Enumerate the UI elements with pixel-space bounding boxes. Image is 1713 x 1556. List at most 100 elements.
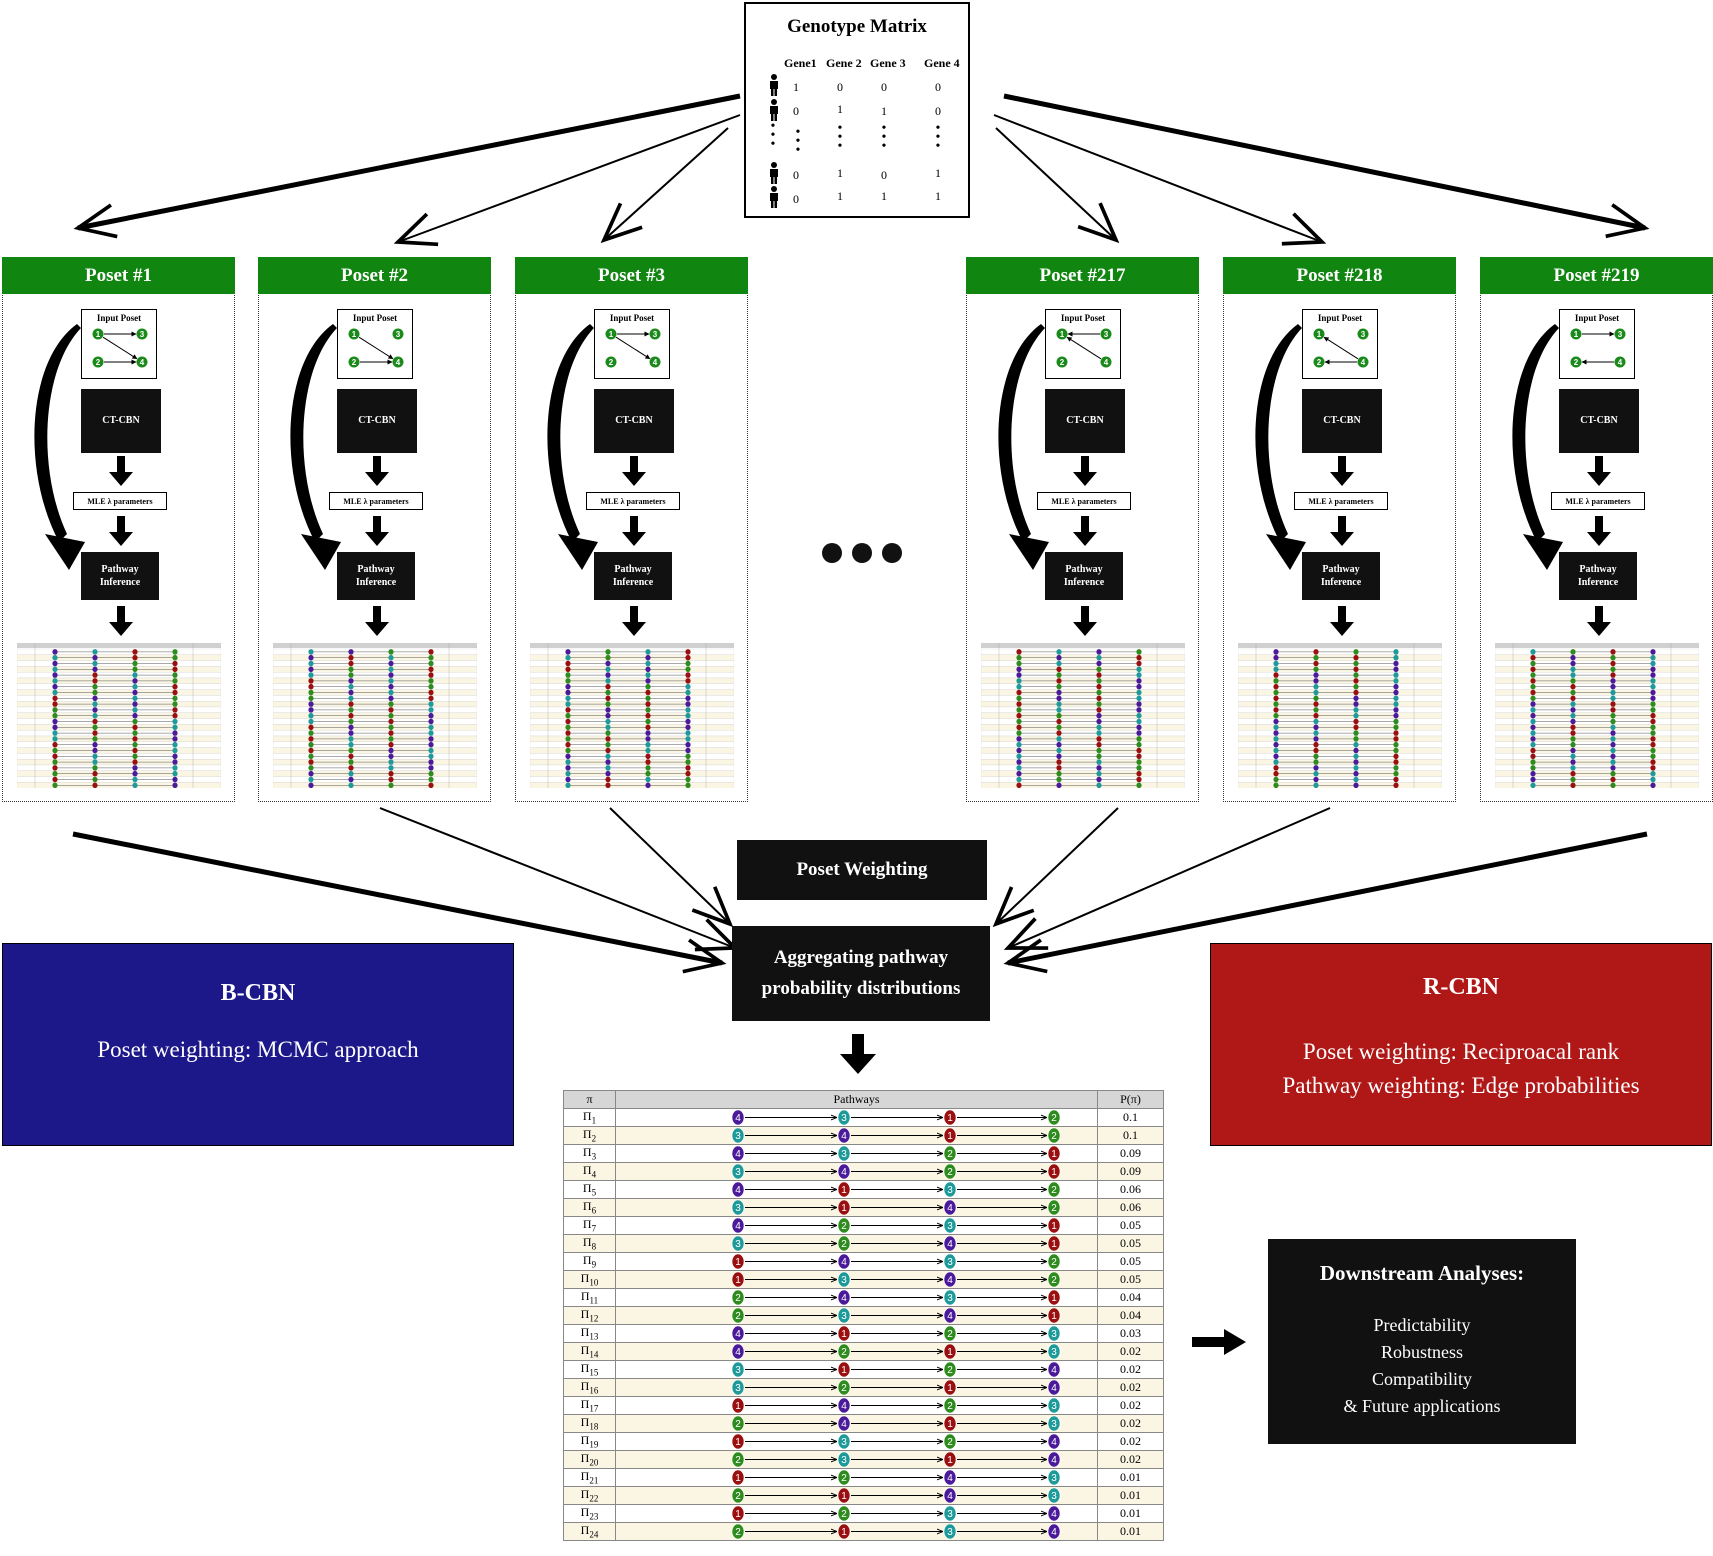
mini-pathway-table: [530, 643, 734, 788]
gene-node-label: 2: [735, 1311, 741, 1322]
gene-node: [731, 1451, 745, 1468]
gene-node: [943, 1343, 957, 1360]
poset-header: Poset #219: [1480, 257, 1713, 294]
svg-text:4: 4: [140, 358, 145, 367]
prob-cell: 0.05: [1097, 1270, 1164, 1289]
gene-node-label: 2: [1051, 1113, 1057, 1124]
pi-cell: Π8: [563, 1234, 616, 1253]
pathway-inference-box: Pathway Inference: [1302, 552, 1380, 600]
pi-label: Π2: [582, 1127, 597, 1144]
gene-node: [837, 1307, 851, 1324]
gene-node: [731, 1325, 745, 1342]
down-arrow-icon: [365, 606, 389, 636]
gene-node-label: 1: [841, 1329, 847, 1340]
down-arrow-icon: [1330, 606, 1354, 636]
gene-node-label: 2: [1051, 1203, 1057, 1214]
aggregating-line1: Aggregating pathway: [773, 947, 949, 968]
gene-node-label: 3: [841, 1275, 847, 1286]
pi-label: Π22: [580, 1487, 599, 1504]
prob-cell: 0.09: [1097, 1162, 1164, 1181]
pi-label: Π21: [580, 1469, 599, 1486]
gene-node-label: 1: [735, 1509, 741, 1520]
pi-label: Π24: [580, 1523, 599, 1540]
col-header-prob: P(π): [1097, 1090, 1164, 1109]
gene-node: [731, 1415, 745, 1432]
prob-cell: 0.09: [1097, 1144, 1164, 1163]
prob-cell: 0.06: [1097, 1198, 1164, 1217]
prob-cell: 0.02: [1097, 1360, 1164, 1379]
curved-arrow-icon: [1255, 324, 1306, 570]
pi-cell: Π12: [563, 1306, 616, 1325]
prob-cell: 0.1: [1097, 1108, 1164, 1127]
gene-node: [1047, 1415, 1061, 1432]
pi-label: Π16: [580, 1379, 599, 1396]
curved-arrow-icon: [998, 324, 1049, 570]
matrix-cell: 1: [793, 80, 799, 94]
gene-node: [731, 1343, 745, 1360]
matrix-cell: 1: [837, 166, 843, 180]
matrix-cell: 0: [793, 168, 799, 182]
pi-cell: Π7: [563, 1216, 616, 1235]
svg-text:1: 1: [1060, 330, 1065, 339]
gene-node: [1047, 1253, 1061, 1270]
pathway-inference-line2: Inference: [99, 577, 141, 588]
gene-node-label: 4: [947, 1311, 953, 1322]
gene-node: [943, 1487, 957, 1504]
pathway-inference-line1: Pathway: [1065, 564, 1103, 575]
gene-node-label: 4: [841, 1401, 847, 1412]
gene-node-label: 4: [1051, 1365, 1057, 1376]
svg-text:4: 4: [1361, 358, 1366, 367]
gene-node: [943, 1379, 957, 1396]
prob-cell: 0.1: [1097, 1126, 1164, 1145]
gene-node: [1047, 1127, 1061, 1144]
gene-node-label: 4: [947, 1239, 953, 1250]
pi-label: Π15: [580, 1361, 599, 1378]
poset-weighting-box: Poset Weighting: [737, 840, 987, 900]
gene-node-label: 2: [947, 1167, 953, 1178]
pi-cell: Π20: [563, 1450, 616, 1469]
svg-text:1: 1: [609, 330, 614, 339]
gene-node-label: 1: [1051, 1293, 1057, 1304]
gene-node-label: 3: [1051, 1347, 1057, 1358]
down-arrow-icon: [622, 516, 646, 546]
svg-text:1: 1: [352, 330, 357, 339]
gene-node: [731, 1127, 745, 1144]
svg-text:3: 3: [396, 330, 401, 339]
prob-cell: 0.01: [1097, 1522, 1164, 1541]
svg-text:2: 2: [1574, 358, 1579, 367]
genotype-matrix: Genotype Matrix Gene1 Gene 2 Gene 3 Gene…: [744, 2, 970, 218]
ellipsis-dots: •••: [881, 121, 887, 154]
gene-node: [1047, 1109, 1061, 1126]
svg-text:4: 4: [1104, 358, 1109, 367]
gene-node-label: 3: [1051, 1491, 1057, 1502]
bcbn-box: B-CBN Poset weighting: MCMC approach: [2, 943, 514, 1146]
svg-text:3: 3: [1104, 330, 1109, 339]
pi-label: Π18: [580, 1415, 599, 1432]
gene-node-label: 2: [735, 1527, 741, 1538]
gene-node-label: 3: [841, 1437, 847, 1448]
rcbn-line1: Poset weighting: Reciproacal rank: [1302, 1039, 1620, 1064]
ellipsis-dots: •••: [935, 121, 941, 154]
pi-cell: Π3: [563, 1144, 616, 1163]
